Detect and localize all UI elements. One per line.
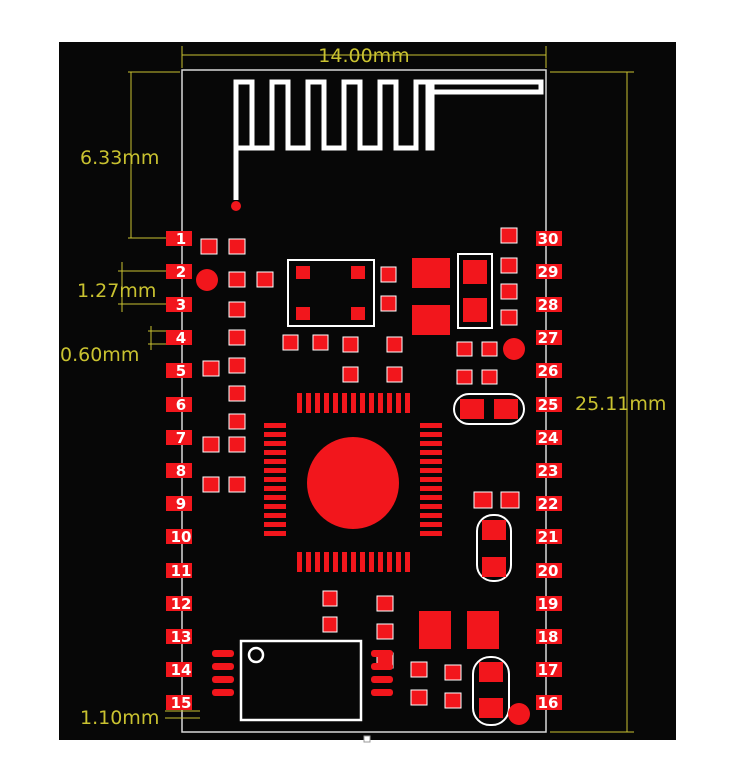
vertical-capacitor <box>476 514 512 582</box>
right-pin-labels: 30 29 28 27 26 25 24 23 22 21 20 19 18 1… <box>538 230 559 712</box>
pin-label: 17 <box>538 661 559 679</box>
passive-components-right <box>456 227 518 385</box>
fiducial-right <box>503 338 525 360</box>
pin-label: 24 <box>538 429 559 447</box>
pin-label: 7 <box>176 429 186 447</box>
pin-label: 21 <box>538 528 559 546</box>
pin-label: 29 <box>538 263 559 281</box>
pin-label: 19 <box>538 595 559 613</box>
fiducial-bottom-right <box>508 703 530 725</box>
dimension-height-label: 25.11mm <box>575 393 666 415</box>
flash-chip <box>212 639 393 722</box>
pin-label: 9 <box>176 495 186 513</box>
pin-label: 16 <box>538 694 559 712</box>
qfn-chip <box>264 393 442 572</box>
fiducial-top-left <box>196 269 218 291</box>
bottom-marker <box>363 735 371 743</box>
pin-label: 2 <box>176 263 186 281</box>
pin-label: 30 <box>538 230 559 248</box>
dimension-lines <box>118 46 634 733</box>
bottom-power-pads <box>419 611 499 649</box>
bottom-right-capacitor <box>472 656 510 726</box>
pin-label: 4 <box>176 329 186 347</box>
pin-label: 26 <box>538 362 559 380</box>
pin-label: 23 <box>538 462 559 480</box>
passive-components-center <box>282 266 403 383</box>
dimension-labels: 14.00mm 25.11mm 6.33mm 1.27mm 0.60mm 1.1… <box>60 45 666 729</box>
left-pin-labels: 1 2 3 4 5 6 7 8 9 10 11 12 13 14 15 <box>171 230 192 712</box>
dimension-pitch-label: 1.27mm <box>77 280 156 302</box>
dimension-antenna-label: 6.33mm <box>80 147 159 169</box>
dimension-width-label: 14.00mm <box>318 45 409 67</box>
pin-label: 28 <box>538 296 559 314</box>
crystal-pads <box>296 266 365 320</box>
antenna-feed-via <box>231 201 241 211</box>
pin-label: 11 <box>171 562 192 580</box>
regulator-pads <box>412 258 450 335</box>
pin-label: 14 <box>171 661 192 679</box>
pin-label: 12 <box>171 595 192 613</box>
inductor-outline <box>457 253 493 329</box>
antenna-trace <box>233 79 544 200</box>
passive-components-right-lower <box>473 491 520 509</box>
pin-label: 5 <box>176 362 186 380</box>
pin-label: 8 <box>176 462 186 480</box>
board-background <box>59 42 676 740</box>
pin-label: 22 <box>538 495 559 513</box>
pin-label: 18 <box>538 628 559 646</box>
pin-label: 20 <box>538 562 559 580</box>
right-pad-column <box>536 231 562 710</box>
pin-label: 3 <box>176 296 186 314</box>
pin-label: 10 <box>171 528 192 546</box>
pin-label: 27 <box>538 329 559 347</box>
dimension-pad-width-label: 0.60mm <box>60 344 139 366</box>
dimension-bottom-label: 1.10mm <box>80 707 159 729</box>
pin-label: 6 <box>176 396 186 414</box>
capacitor-pair <box>453 393 525 425</box>
pin-label: 25 <box>538 396 559 414</box>
left-pad-column <box>166 231 192 710</box>
passive-components-left <box>200 238 274 493</box>
pin-label: 15 <box>171 694 192 712</box>
pin-label: 13 <box>171 628 192 646</box>
pin-label: 1 <box>176 230 186 248</box>
crystal-outline <box>287 259 375 327</box>
